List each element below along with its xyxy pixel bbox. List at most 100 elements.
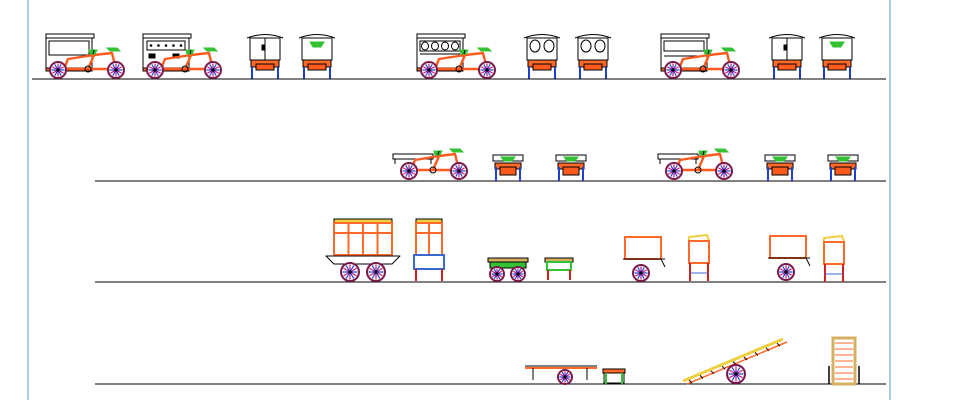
flat-rail <box>489 261 527 269</box>
roof-arc <box>298 34 336 39</box>
vehicle-end-view-tall <box>768 34 806 80</box>
wheel-hub <box>734 372 738 376</box>
front-wheel <box>478 61 496 79</box>
vehicle-tricycle-flatbed <box>657 148 733 180</box>
wheel-hub <box>374 270 378 274</box>
roof-arc <box>574 34 612 39</box>
ladder-rail <box>686 341 788 385</box>
wheel-hub <box>153 68 157 72</box>
handcart-wheel <box>632 264 650 282</box>
end-axle <box>255 63 275 71</box>
front-wheel <box>722 61 740 79</box>
handcart-wheel <box>777 263 795 281</box>
box-arch <box>441 41 449 51</box>
end-frame <box>413 254 445 270</box>
ladder-rung <box>721 365 726 370</box>
box-rivet <box>157 44 160 47</box>
rear-wheel <box>49 61 67 79</box>
wheel-hub <box>485 68 489 72</box>
end-arch <box>543 39 555 53</box>
end-body <box>821 37 853 61</box>
box-panel <box>419 40 461 52</box>
vehicle-flat-trolley-end <box>602 368 626 384</box>
vehicle-wagon-large <box>325 218 401 282</box>
trolley-wheel <box>557 369 573 385</box>
crank <box>429 166 437 174</box>
seat-post <box>437 150 440 156</box>
ladder-rail <box>682 337 784 383</box>
frame-tube <box>433 152 461 172</box>
box-rivet <box>164 44 168 47</box>
vehicle-ladder-cart <box>682 337 788 385</box>
bike-frame <box>409 148 465 174</box>
rear-wheel <box>664 61 682 79</box>
front-wheel <box>450 162 468 180</box>
front-wheel <box>107 61 125 79</box>
ladder-rung <box>754 352 759 356</box>
wheel-hub <box>427 68 431 72</box>
vehicle-handcart-end <box>688 234 710 281</box>
roof-arc <box>818 34 856 39</box>
wheel-hub <box>672 169 676 173</box>
crank <box>699 65 707 73</box>
bike-frame <box>159 47 219 73</box>
box-panel <box>48 40 90 56</box>
box-latch <box>148 53 156 59</box>
end-axle <box>827 63 847 71</box>
ladder-wheel <box>726 364 746 384</box>
frame-tube <box>459 51 489 71</box>
wheel-hub <box>729 68 733 72</box>
flat-frame <box>546 261 572 271</box>
wheel-hub <box>56 68 60 72</box>
ladder-rung <box>710 370 715 375</box>
box-panel <box>146 40 186 51</box>
handlebar <box>476 47 493 52</box>
wheel-hub <box>784 270 788 274</box>
handcart-leg <box>660 258 666 268</box>
wheel-hub <box>495 272 499 276</box>
wagon-chassis <box>325 255 401 265</box>
handlebar <box>500 156 516 162</box>
end-axle <box>777 63 797 71</box>
handcart-box <box>769 235 807 259</box>
frame-tube <box>88 51 118 71</box>
vehicle-handcart-end <box>823 235 845 282</box>
end-frame <box>603 372 625 384</box>
handcart-leg <box>805 257 811 267</box>
ladder-rung <box>765 347 770 352</box>
box-arch <box>451 41 459 51</box>
wheel-hub <box>722 169 726 173</box>
box-rivet <box>179 44 183 47</box>
crank <box>694 166 702 174</box>
seat-post <box>463 49 466 55</box>
flat-wheel <box>489 266 505 282</box>
vehicle-end-view-tall <box>246 34 284 80</box>
end-axle <box>834 166 852 176</box>
box-panel <box>663 40 705 52</box>
end-box <box>823 241 845 265</box>
handlebar <box>713 148 730 153</box>
bike-frame <box>677 47 737 73</box>
end-axle <box>532 63 552 71</box>
box-roof <box>142 33 192 39</box>
vehicle-ladder-cart-end <box>828 336 860 386</box>
vehicle-flat-trolley <box>525 365 597 385</box>
seat-post <box>92 49 95 55</box>
vehicle-tricycle-box <box>660 33 740 79</box>
flat-wheel <box>510 266 526 282</box>
handlebar <box>772 156 788 162</box>
wheel-hub <box>348 270 352 274</box>
end-box <box>688 240 710 264</box>
vehicle-wagon-flat-end <box>544 257 574 280</box>
handlebar <box>309 41 325 48</box>
flat-deck <box>487 257 529 263</box>
crank <box>455 65 463 73</box>
handlebar <box>720 47 737 52</box>
box-roof <box>660 33 710 39</box>
vehicle-tricycle-box <box>416 33 496 79</box>
seat-post <box>189 49 192 55</box>
bike-frame <box>62 47 122 73</box>
end-axle <box>583 63 603 71</box>
roof-arc <box>246 34 284 39</box>
